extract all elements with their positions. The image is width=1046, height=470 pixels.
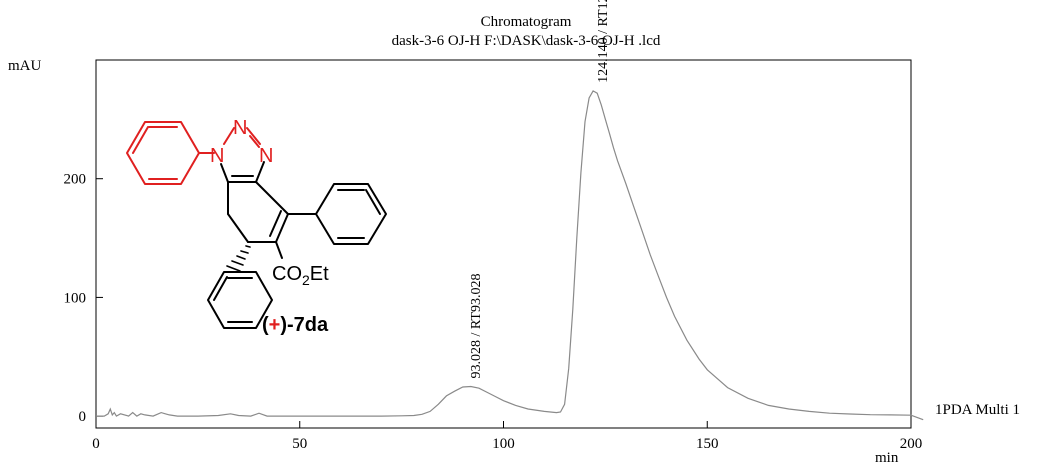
n2-atom: N	[233, 117, 247, 139]
x-axis-ticks: 0 50 100 150 200	[92, 421, 922, 452]
x-tick-label: 100	[492, 436, 515, 452]
triazole-ring	[220, 127, 265, 183]
stereo-hash-bond	[226, 245, 251, 272]
n1-atom: N	[210, 145, 224, 167]
series-layer	[96, 90, 924, 421]
peak-label: 124.140 / RT124.140	[596, 0, 611, 83]
y-tick-label: 100	[64, 290, 87, 306]
ester-label: CO2Et	[272, 263, 329, 288]
y-tick-label: 200	[64, 172, 87, 188]
chart-subtitle: dask-3-6 OJ-H F:\DASK\dask-3-6 OJ-H .lcd	[392, 33, 661, 49]
x-tick-label: 0	[92, 436, 100, 452]
chart-title: Chromatogram	[481, 14, 572, 30]
series-line	[96, 90, 924, 421]
y-axis-label: mAU	[8, 58, 42, 74]
y-axis-ticks: 0 100 200	[64, 172, 103, 425]
n-phenyl-ring	[126, 121, 215, 185]
legend-entry: 1PDA Multi 1	[935, 402, 1020, 418]
ester-bond	[275, 241, 283, 259]
cyclohexadiene-ring	[227, 181, 289, 243]
compound-label: (+)-7da	[262, 314, 329, 336]
x-tick-label: 50	[292, 436, 307, 452]
molecule-structure: N N N CO2Et	[126, 117, 387, 336]
peak-labels: 93.028 / RT93.028 124.140 / RT124.140	[469, 0, 611, 378]
lower-phenyl-ring	[207, 271, 273, 329]
n3-atom: N	[259, 145, 273, 167]
plot-frame	[95, 59, 912, 429]
x-tick-label: 200	[900, 436, 923, 452]
y-tick-label: 0	[79, 409, 87, 425]
x-tick-label: 150	[696, 436, 719, 452]
c-phenyl-ring	[287, 183, 387, 245]
peak-label: 93.028 / RT93.028	[469, 273, 484, 378]
x-axis-label: min	[875, 450, 899, 466]
